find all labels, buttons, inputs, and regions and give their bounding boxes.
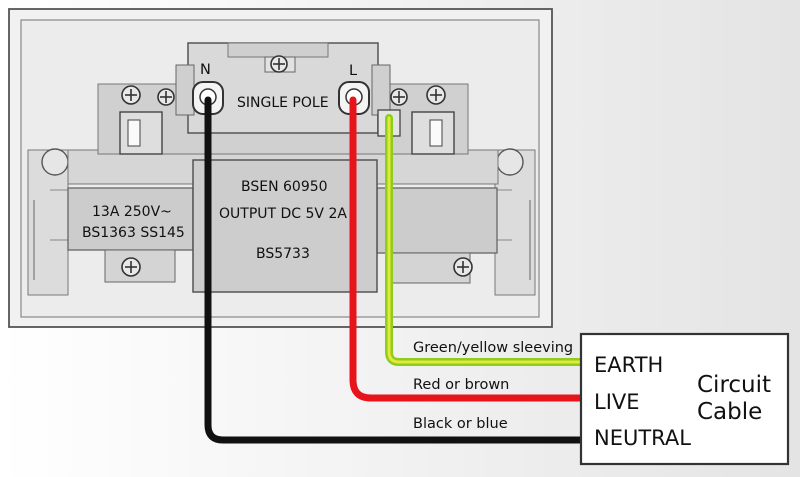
single-pole-label: SINGLE POLE — [237, 95, 329, 111]
screw-icon — [157, 88, 175, 106]
cable-live-label: LIVE — [594, 390, 640, 414]
earth-terminal-left — [119, 111, 163, 155]
circuit-cable-title-line-2: Cable — [697, 399, 763, 425]
screw-icon — [426, 85, 446, 105]
screw-icon — [121, 85, 141, 105]
screw-icon — [270, 55, 288, 73]
rating-line-1: 13A 250V~ — [92, 204, 172, 220]
cable-earth-label: EARTH — [594, 353, 664, 377]
screw-icon — [121, 257, 141, 277]
neutral-wire-label: Black or blue — [413, 416, 508, 432]
earth-terminal-right — [411, 111, 455, 155]
neutral-wire — [204, 96, 585, 444]
earth-wire-label: Green/yellow sleeving — [413, 340, 574, 356]
left-rail — [27, 148, 69, 296]
usb-module — [192, 159, 378, 293]
wires — [204, 96, 585, 444]
rating-line-2: BS1363 SS145 — [82, 225, 185, 241]
live-wire-label: Red or brown — [413, 377, 510, 393]
earth-wire-stripe — [387, 116, 583, 364]
usb-standard-label: BSEN 60950 — [241, 179, 328, 195]
cable-neutral-label: NEUTRAL — [594, 426, 691, 450]
screw-icons — [121, 55, 473, 277]
bs-standard-label: BS5733 — [256, 246, 310, 262]
terminal-neutral-label: N — [200, 62, 211, 78]
screw-icon — [453, 257, 473, 277]
usb-output-label: OUTPUT DC 5V 2A — [219, 206, 347, 222]
live-wire — [349, 96, 585, 402]
circuit-cable-box — [579, 332, 790, 466]
terminal-live-label: L — [349, 63, 358, 79]
right-rail — [494, 148, 536, 296]
screw-icon — [390, 88, 408, 106]
circuit-cable-title-line-1: Circuit — [697, 372, 772, 398]
